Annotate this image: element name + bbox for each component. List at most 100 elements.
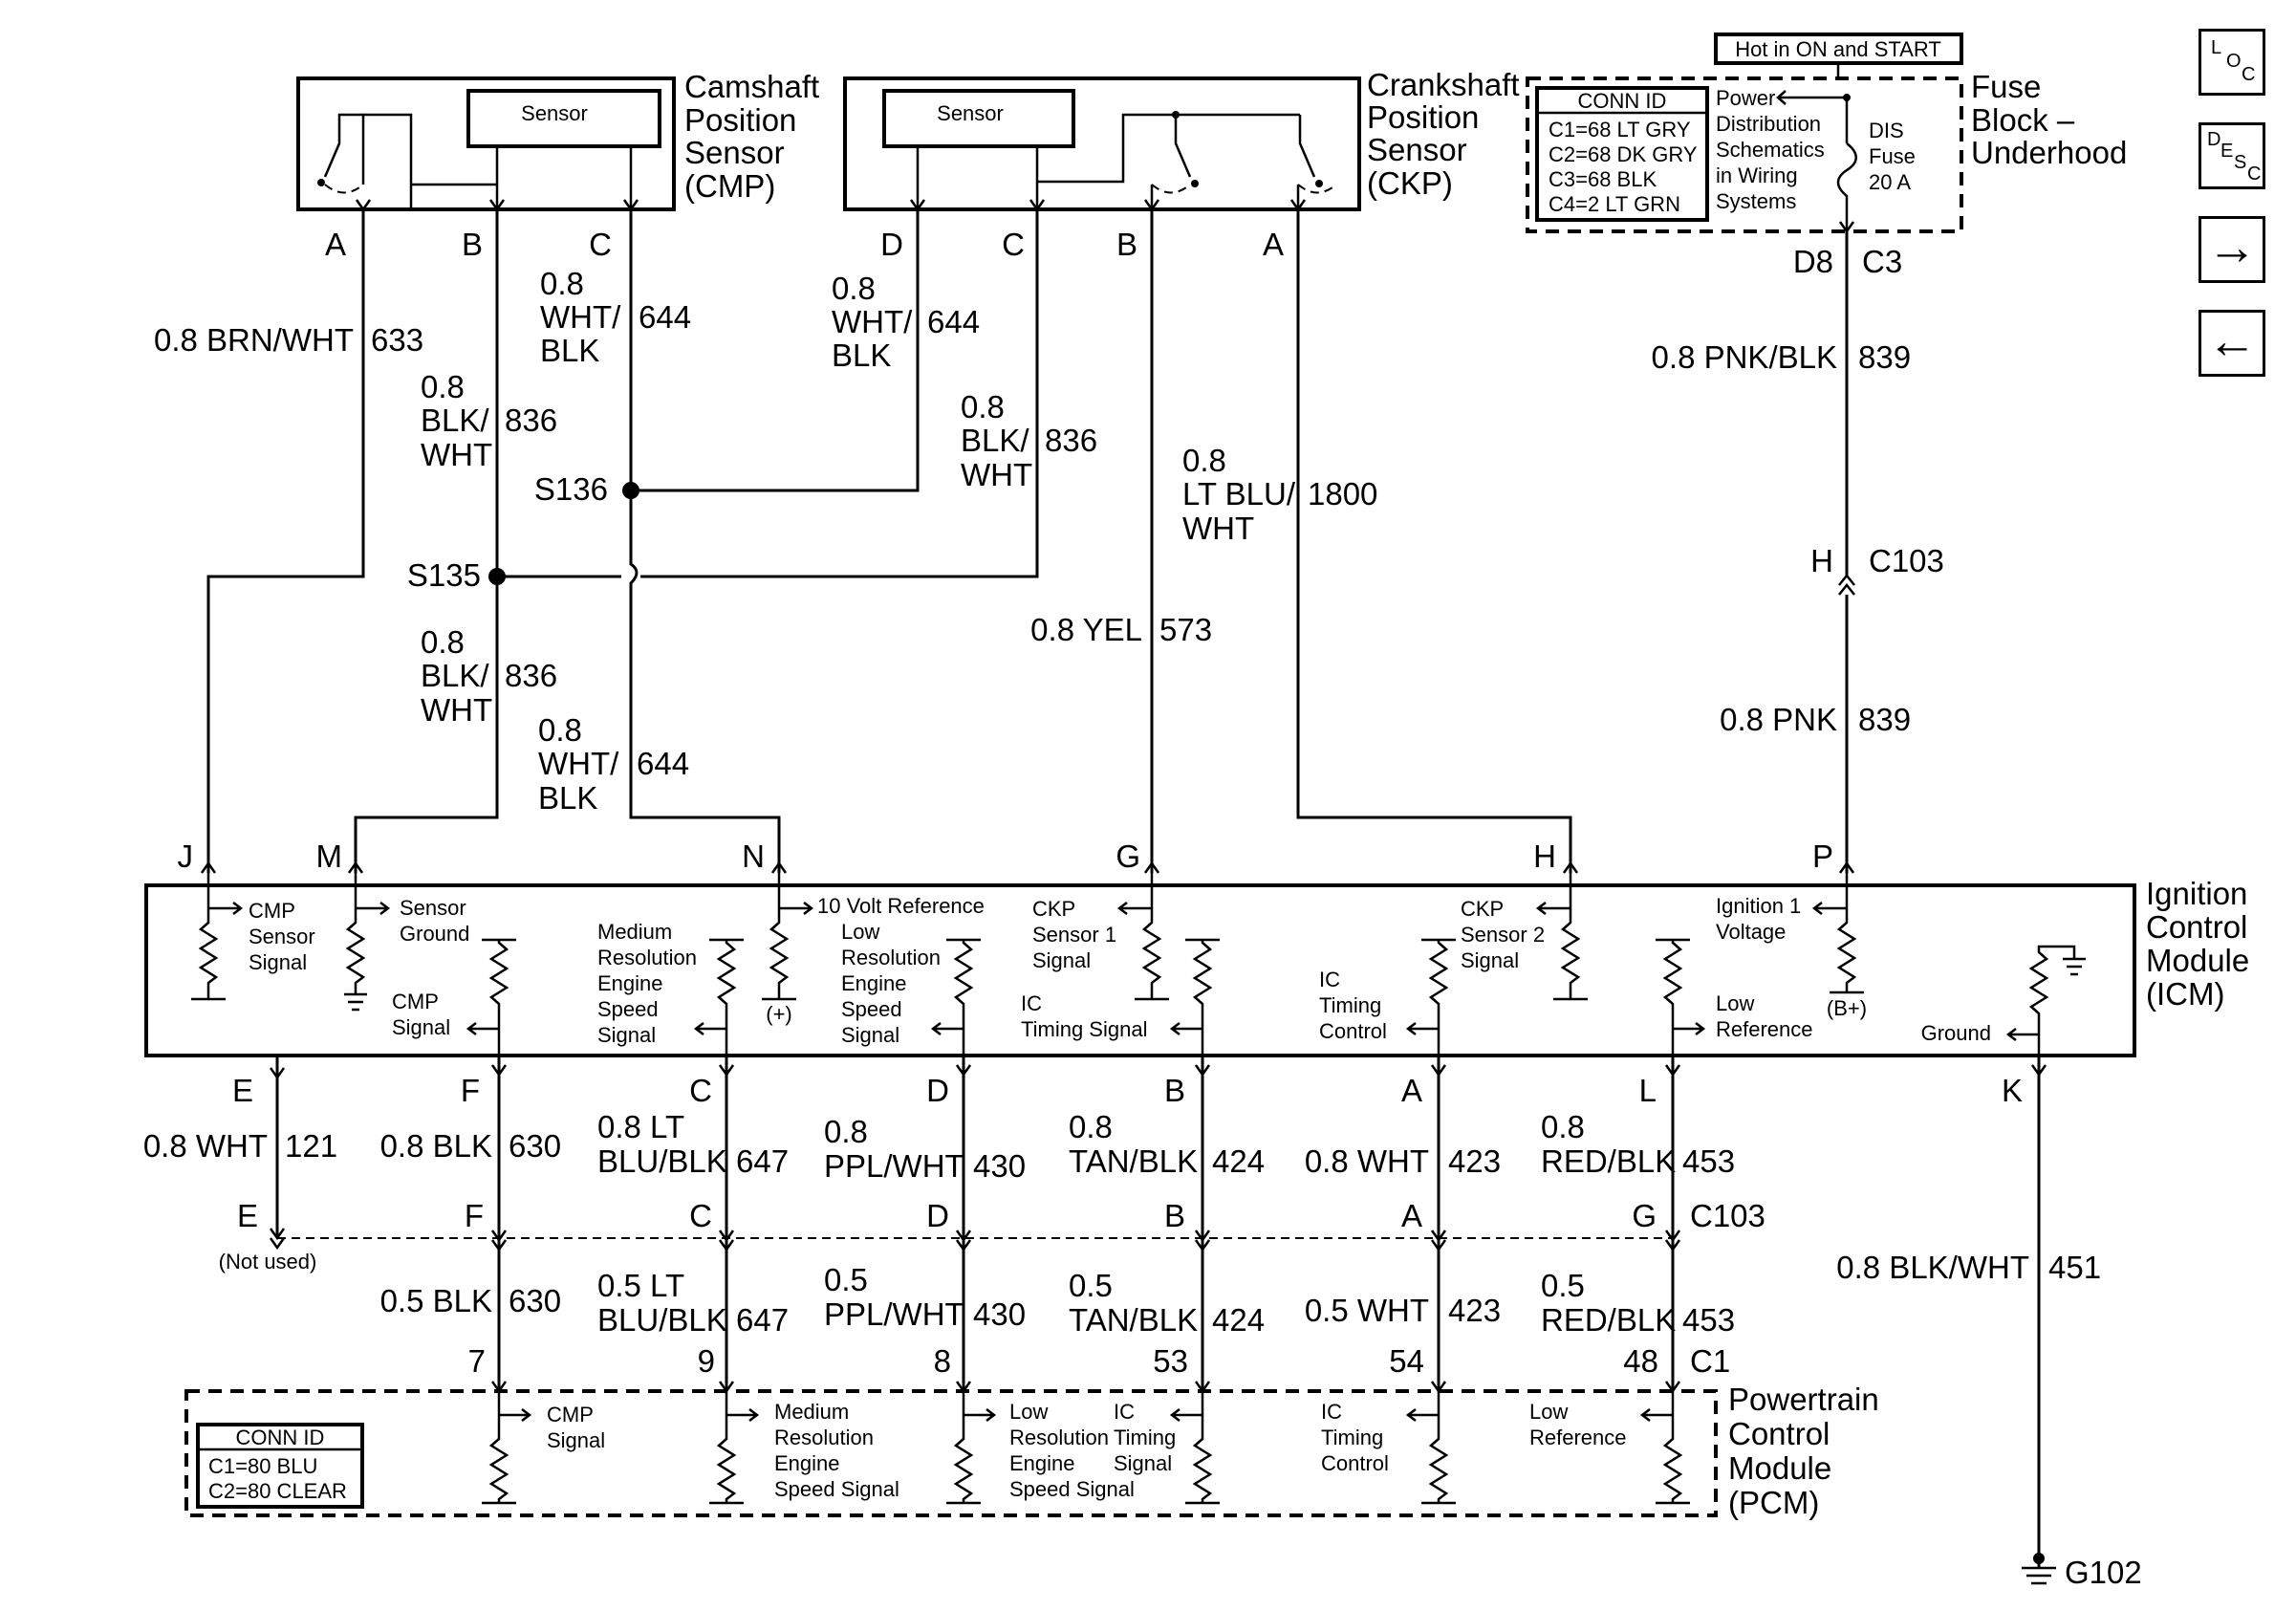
svg-text:Control: Control (1728, 1416, 1830, 1451)
svg-text:0.5: 0.5 (1541, 1268, 1585, 1303)
svg-text:WHT: WHT (961, 457, 1032, 492)
svg-text:Medium: Medium (597, 920, 672, 944)
svg-text:0.8 PNK/BLK: 0.8 PNK/BLK (1652, 339, 1837, 375)
svg-text:Sensor 2: Sensor 2 (1461, 923, 1545, 947)
svg-text:453: 453 (1682, 1143, 1735, 1179)
svg-text:A: A (325, 227, 346, 262)
cmp-title-3: Sensor (684, 135, 785, 170)
next-arrow-button[interactable]: → (2199, 216, 2265, 283)
location-button[interactable]: L O C (2199, 29, 2265, 96)
svg-text:G: G (1632, 1198, 1657, 1233)
svg-text:RED/BLK: RED/BLK (1541, 1143, 1676, 1179)
svg-text:0.8 BLK: 0.8 BLK (380, 1128, 492, 1164)
svg-text:Low: Low (1009, 1400, 1048, 1424)
svg-text:C1: C1 (1690, 1343, 1730, 1379)
svg-text:Low: Low (841, 920, 879, 944)
powertrain-control-module: 7 9 8 53 54 48 C1 Powertrain Control Mod… (184, 1343, 1879, 1520)
svg-text:0.8 WHT: 0.8 WHT (143, 1128, 268, 1164)
svg-text:Reference: Reference (1716, 1017, 1813, 1041)
fuse-block-title-2: Block – (1971, 102, 2075, 138)
prev-arrow-button[interactable]: ← (2199, 310, 2265, 377)
svg-text:Sensor 1: Sensor 1 (1032, 923, 1116, 947)
svg-text:0.8 YEL: 0.8 YEL (1030, 612, 1142, 647)
svg-text:D: D (926, 1073, 949, 1108)
svg-text:48: 48 (1623, 1343, 1658, 1379)
svg-text:0.5 WHT: 0.5 WHT (1305, 1293, 1429, 1328)
svg-text:IC: IC (1319, 968, 1340, 991)
svg-text:424: 424 (1212, 1143, 1265, 1179)
svg-text:430: 430 (973, 1148, 1026, 1184)
left-arrow-icon: ← (2207, 314, 2257, 369)
ckp-title-1: Crankshaft (1367, 67, 1520, 102)
svg-text:0.5 LT: 0.5 LT (597, 1268, 684, 1303)
ckp-title-3: Sensor (1367, 132, 1467, 167)
svg-text:WHT: WHT (421, 692, 492, 728)
svg-text:DIS: DIS (1869, 119, 1904, 142)
svg-text:WHT: WHT (421, 437, 492, 472)
svg-text:Power: Power (1716, 86, 1775, 110)
svg-text:L: L (1639, 1073, 1657, 1108)
svg-text:0.8 LT: 0.8 LT (597, 1109, 684, 1144)
svg-text:BLK/: BLK/ (421, 403, 489, 438)
svg-text:0.8: 0.8 (1541, 1109, 1585, 1144)
svg-text:1800: 1800 (1308, 476, 1377, 512)
splice-s135 (488, 568, 506, 585)
svg-text:0.8: 0.8 (961, 389, 1005, 425)
cmp-title-2: Position (684, 102, 796, 138)
cmp-sensor-element (466, 89, 661, 148)
svg-text:0.8 BLK/WHT: 0.8 BLK/WHT (1836, 1250, 2029, 1285)
svg-text:BLK/: BLK/ (961, 423, 1029, 458)
svg-text:0.8: 0.8 (421, 369, 465, 404)
svg-text:C103: C103 (1869, 543, 1944, 578)
svg-text:Signal: Signal (1114, 1451, 1172, 1475)
c103-top-connector (1838, 573, 1855, 596)
svg-text:424: 424 (1212, 1302, 1265, 1338)
svg-text:B: B (1164, 1198, 1185, 1233)
description-button[interactable]: D E S C (2199, 122, 2265, 189)
svg-text:423: 423 (1448, 1143, 1501, 1179)
svg-text:D: D (926, 1198, 949, 1233)
svg-text:A: A (1401, 1073, 1422, 1108)
fuse-conn-id-box (1535, 86, 1709, 222)
svg-text:E: E (232, 1073, 253, 1108)
svg-text:N: N (742, 838, 765, 874)
svg-text:C: C (589, 227, 612, 262)
svg-text:Resolution: Resolution (774, 1426, 874, 1449)
svg-text:836: 836 (1045, 423, 1097, 458)
ckp-sensor-element (882, 89, 1075, 148)
svg-text:P: P (1812, 838, 1833, 874)
top-pins: A B C D C B A D8 C3 (325, 227, 1902, 279)
svg-text:0.8 BRN/WHT: 0.8 BRN/WHT (154, 322, 354, 358)
svg-text:M: M (316, 838, 343, 874)
svg-text:836: 836 (505, 403, 557, 438)
svg-text:Low: Low (1716, 991, 1754, 1015)
svg-text:TAN/BLK: TAN/BLK (1069, 1143, 1198, 1179)
svg-text:J: J (178, 838, 194, 874)
svg-text:Ground: Ground (400, 922, 469, 946)
svg-text:451: 451 (2048, 1250, 2101, 1285)
ckp-title-2: Position (1367, 99, 1479, 135)
svg-text:Sensor: Sensor (400, 896, 466, 920)
svg-text:836: 836 (505, 658, 557, 693)
svg-text:Medium: Medium (774, 1400, 849, 1424)
svg-text:Powertrain: Powertrain (1728, 1382, 1879, 1417)
hot-label: Hot in ON and START (1735, 37, 1941, 61)
svg-text:Low: Low (1529, 1400, 1568, 1424)
cmp-sensor: Sensor Camshaft Position Sensor (CMP) (296, 69, 819, 211)
svg-text:Voltage: Voltage (1716, 920, 1786, 944)
svg-text:Speed Signal: Speed Signal (774, 1477, 899, 1501)
svg-text:C3=68 BLK: C3=68 BLK (1549, 167, 1657, 191)
svg-text:Signal: Signal (1032, 948, 1091, 972)
svg-text:(ICM): (ICM) (2146, 976, 2224, 1012)
cmp-sensor-label: Sensor (521, 101, 588, 125)
svg-text:Engine: Engine (597, 971, 663, 995)
svg-text:Signal: Signal (547, 1428, 605, 1452)
svg-text:0.5: 0.5 (1069, 1268, 1113, 1303)
svg-text:Module: Module (2146, 943, 2249, 978)
svg-text:0.8 WHT: 0.8 WHT (1305, 1143, 1429, 1179)
svg-text:Resolution: Resolution (841, 946, 941, 969)
svg-text:CMP: CMP (392, 990, 439, 1013)
svg-text:A: A (1263, 227, 1284, 262)
bottom-wires: G102 E F C D B A G C103 (Not used) 0.8 W… (143, 1056, 2142, 1590)
